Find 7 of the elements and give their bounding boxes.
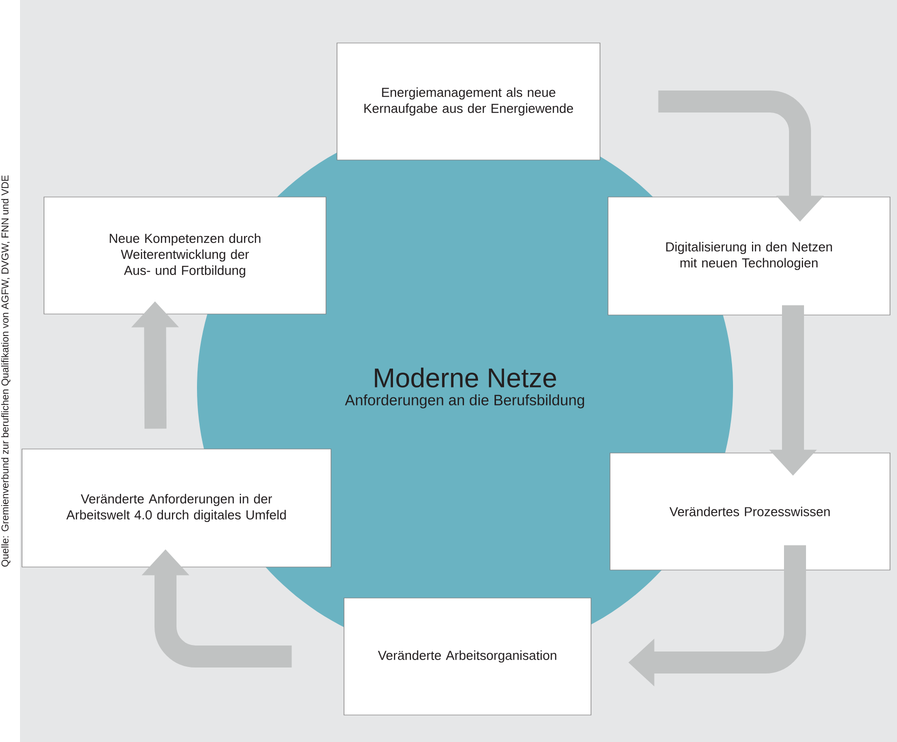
text-box: Veränderte Anforderungen in der Arbeitswelt 4.0 durch digitales Umfeld [22,448,332,568]
text-box: Verändertes Prozesswissen [610,452,890,570]
text-box: Energiemanagement als neue Kernaufgabe aus der Energiewende [336,42,600,160]
text-box: Veränderte Arbeitsorganisation [344,598,592,716]
text-box: Neue Kompetenzen durch Weiterentwicklung der Aus- und Fortbildung [44,196,326,314]
text-box: Digitalisierung in den Netzen mit neuen Technologien [608,196,890,316]
source-note: Quelle: Gremienverbund zur beruflichen Qualifikation von AGFW, DVGW, FNN und VDE [1,175,10,567]
